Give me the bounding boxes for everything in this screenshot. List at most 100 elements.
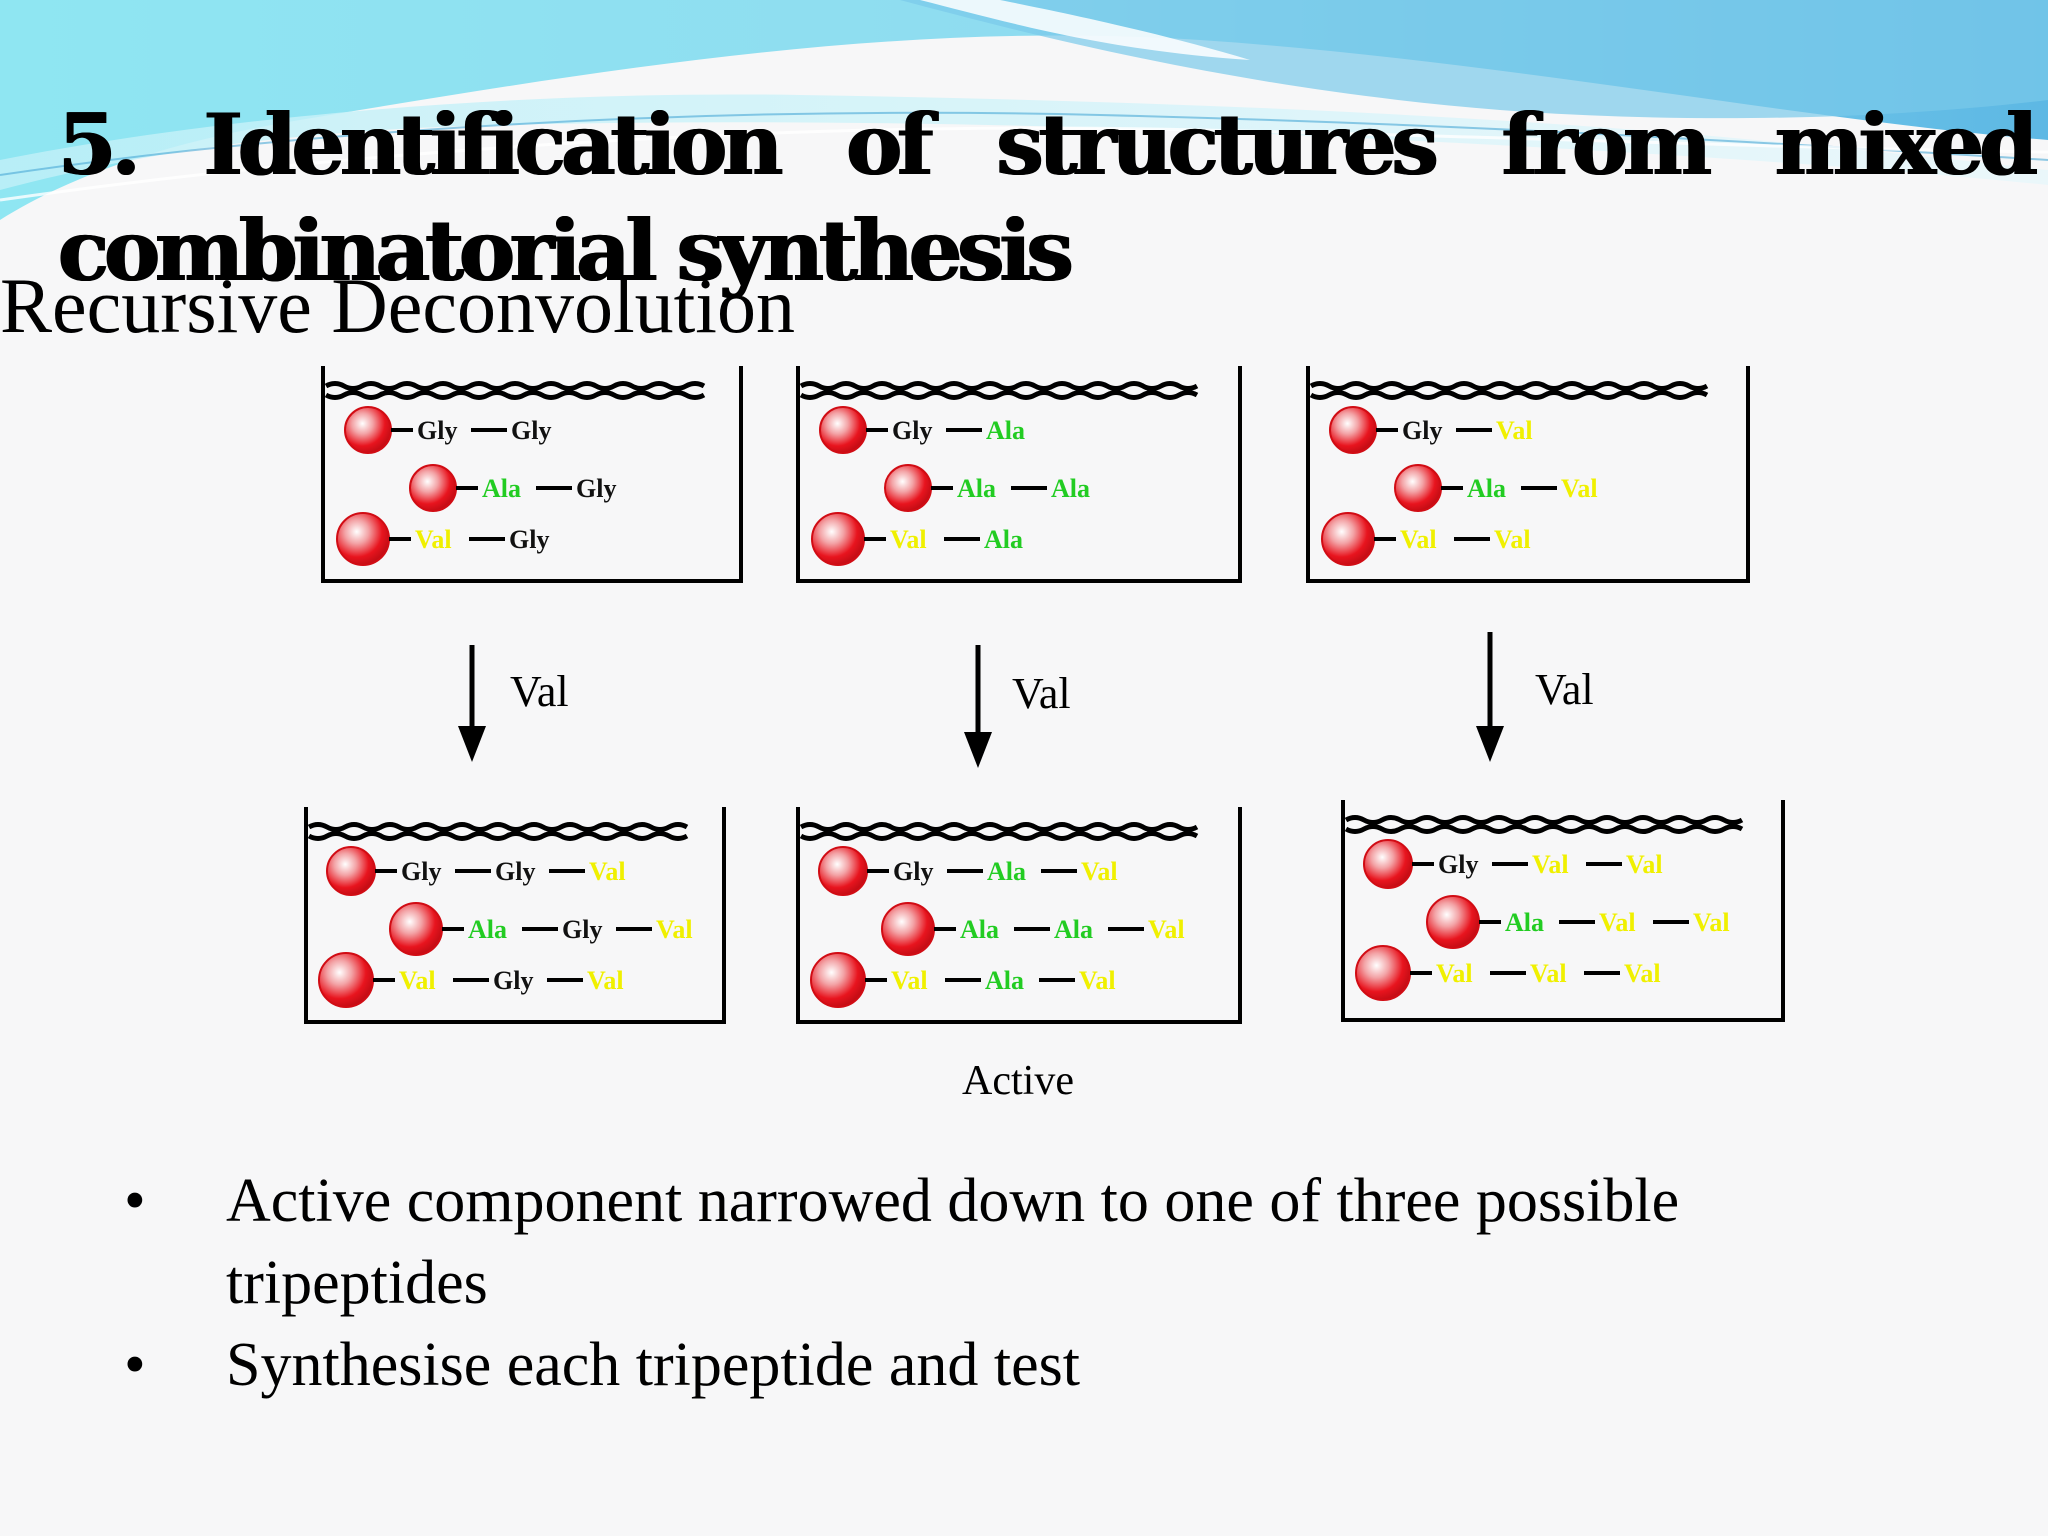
wavy-resin-line [324, 390, 706, 400]
reaction-vessel [796, 807, 1242, 1024]
wave-line-1 [0, 111, 2048, 176]
resin-bead [810, 952, 866, 1008]
residue-label-val: Val [1624, 959, 1661, 988]
residue-label-gly: Gly [892, 416, 932, 445]
resin-bead [1329, 406, 1377, 454]
arrow-head [458, 726, 486, 762]
reaction-vessel [321, 366, 743, 583]
reaction-vessel [1341, 800, 1785, 1022]
resin-bead [811, 512, 865, 566]
residue-label-val: Val [1599, 908, 1636, 937]
residue-label-val: Val [1532, 850, 1569, 879]
arrow-label-val: Val [510, 667, 569, 716]
residue-label-val: Val [415, 525, 452, 554]
slide-subtitle: Recursive Deconvolution [0, 262, 795, 349]
slide-title-line-1: 5. Identification of structures from mix… [58, 92, 2038, 198]
residue-label-val: Val [1530, 959, 1567, 988]
bullet-item: • Active component narrowed down to one … [120, 1160, 1920, 1324]
wavy-resin-line [799, 822, 1199, 832]
wave-band-light [0, 94, 2048, 190]
residue-label-ala: Ala [1051, 474, 1090, 503]
residue-label-ala: Ala [960, 915, 999, 944]
residue-label-ala: Ala [985, 966, 1024, 995]
residue-label-val: Val [656, 915, 693, 944]
bullet-text: Synthesise each tripeptide and test [226, 1331, 1080, 1399]
resin-bead [1426, 895, 1480, 949]
peptide-strand: Gly Ala Val [818, 846, 1118, 896]
bullet-text: Active component narrowed down to one of… [226, 1167, 1680, 1317]
residue-label-gly: Gly [401, 857, 441, 886]
residue-label-gly: Gly [509, 525, 549, 554]
addition-arrow: Val [964, 645, 1071, 768]
residue-label-val: Val [589, 857, 626, 886]
residue-label-val: Val [1081, 857, 1118, 886]
arrow-label-val: Val [1012, 669, 1071, 718]
arrow-head [964, 732, 992, 768]
reaction-vessel [796, 366, 1242, 583]
residue-label-gly: Gly [893, 857, 933, 886]
resin-bead [409, 464, 457, 512]
slide-title: 5. Identification of structures from mix… [58, 92, 2038, 304]
active-label: Active [962, 1058, 1074, 1104]
residue-label-ala: Ala [1505, 908, 1544, 937]
wavy-resin-line [1344, 824, 1744, 834]
residue-label-ala: Ala [1467, 474, 1506, 503]
peptide-strand: Val Ala [811, 512, 1023, 566]
reaction-vessel [304, 807, 726, 1024]
resin-bead [881, 902, 935, 956]
bullet-marker: • [124, 1167, 146, 1235]
resin-bead [1355, 945, 1411, 1001]
reaction-vessel [1306, 366, 1750, 583]
title-word: 5. [58, 95, 141, 194]
title-word: mixed [1774, 95, 2038, 194]
peptide-strand: Val Gly [336, 512, 549, 566]
peptide-strand: Val Val [1321, 512, 1531, 566]
resin-bead [1394, 464, 1442, 512]
peptide-strand: Val Gly Val [318, 952, 624, 1008]
wavy-resin-line [799, 381, 1199, 391]
residue-label-val: Val [1494, 525, 1531, 554]
residue-label-ala: Ala [984, 525, 1023, 554]
wavy-resin-line [1309, 381, 1709, 391]
residue-label-ala: Ala [1054, 915, 1093, 944]
residue-label-val: Val [1496, 416, 1533, 445]
residue-label-gly: Gly [493, 966, 533, 995]
bullet-item: • Synthesise each tripeptide and test [120, 1324, 1920, 1406]
residue-label-val: Val [1693, 908, 1730, 937]
residue-label-gly: Gly [417, 416, 457, 445]
title-word: of [846, 95, 933, 194]
wavy-resin-line [307, 822, 689, 832]
resin-bead [318, 952, 374, 1008]
wave-crest-highlight [920, 0, 1250, 60]
residue-label-val: Val [1079, 966, 1116, 995]
addition-arrow: Val [458, 645, 569, 762]
residue-label-gly: Gly [562, 915, 602, 944]
wavy-resin-line [324, 381, 706, 391]
residue-label-val: Val [399, 966, 436, 995]
resin-bead [819, 406, 867, 454]
residue-label-val: Val [1400, 525, 1437, 554]
residue-label-ala: Ala [987, 857, 1026, 886]
residue-label-gly: Gly [1402, 416, 1442, 445]
resin-bead [389, 902, 443, 956]
residue-label-val: Val [587, 966, 624, 995]
arrow-label-val: Val [1535, 665, 1594, 714]
addition-arrow: Val [1476, 632, 1594, 762]
residue-label-val: Val [890, 525, 927, 554]
residue-label-ala: Ala [482, 474, 521, 503]
header-wave-decoration [0, 0, 2048, 220]
resin-bead [1363, 839, 1413, 889]
